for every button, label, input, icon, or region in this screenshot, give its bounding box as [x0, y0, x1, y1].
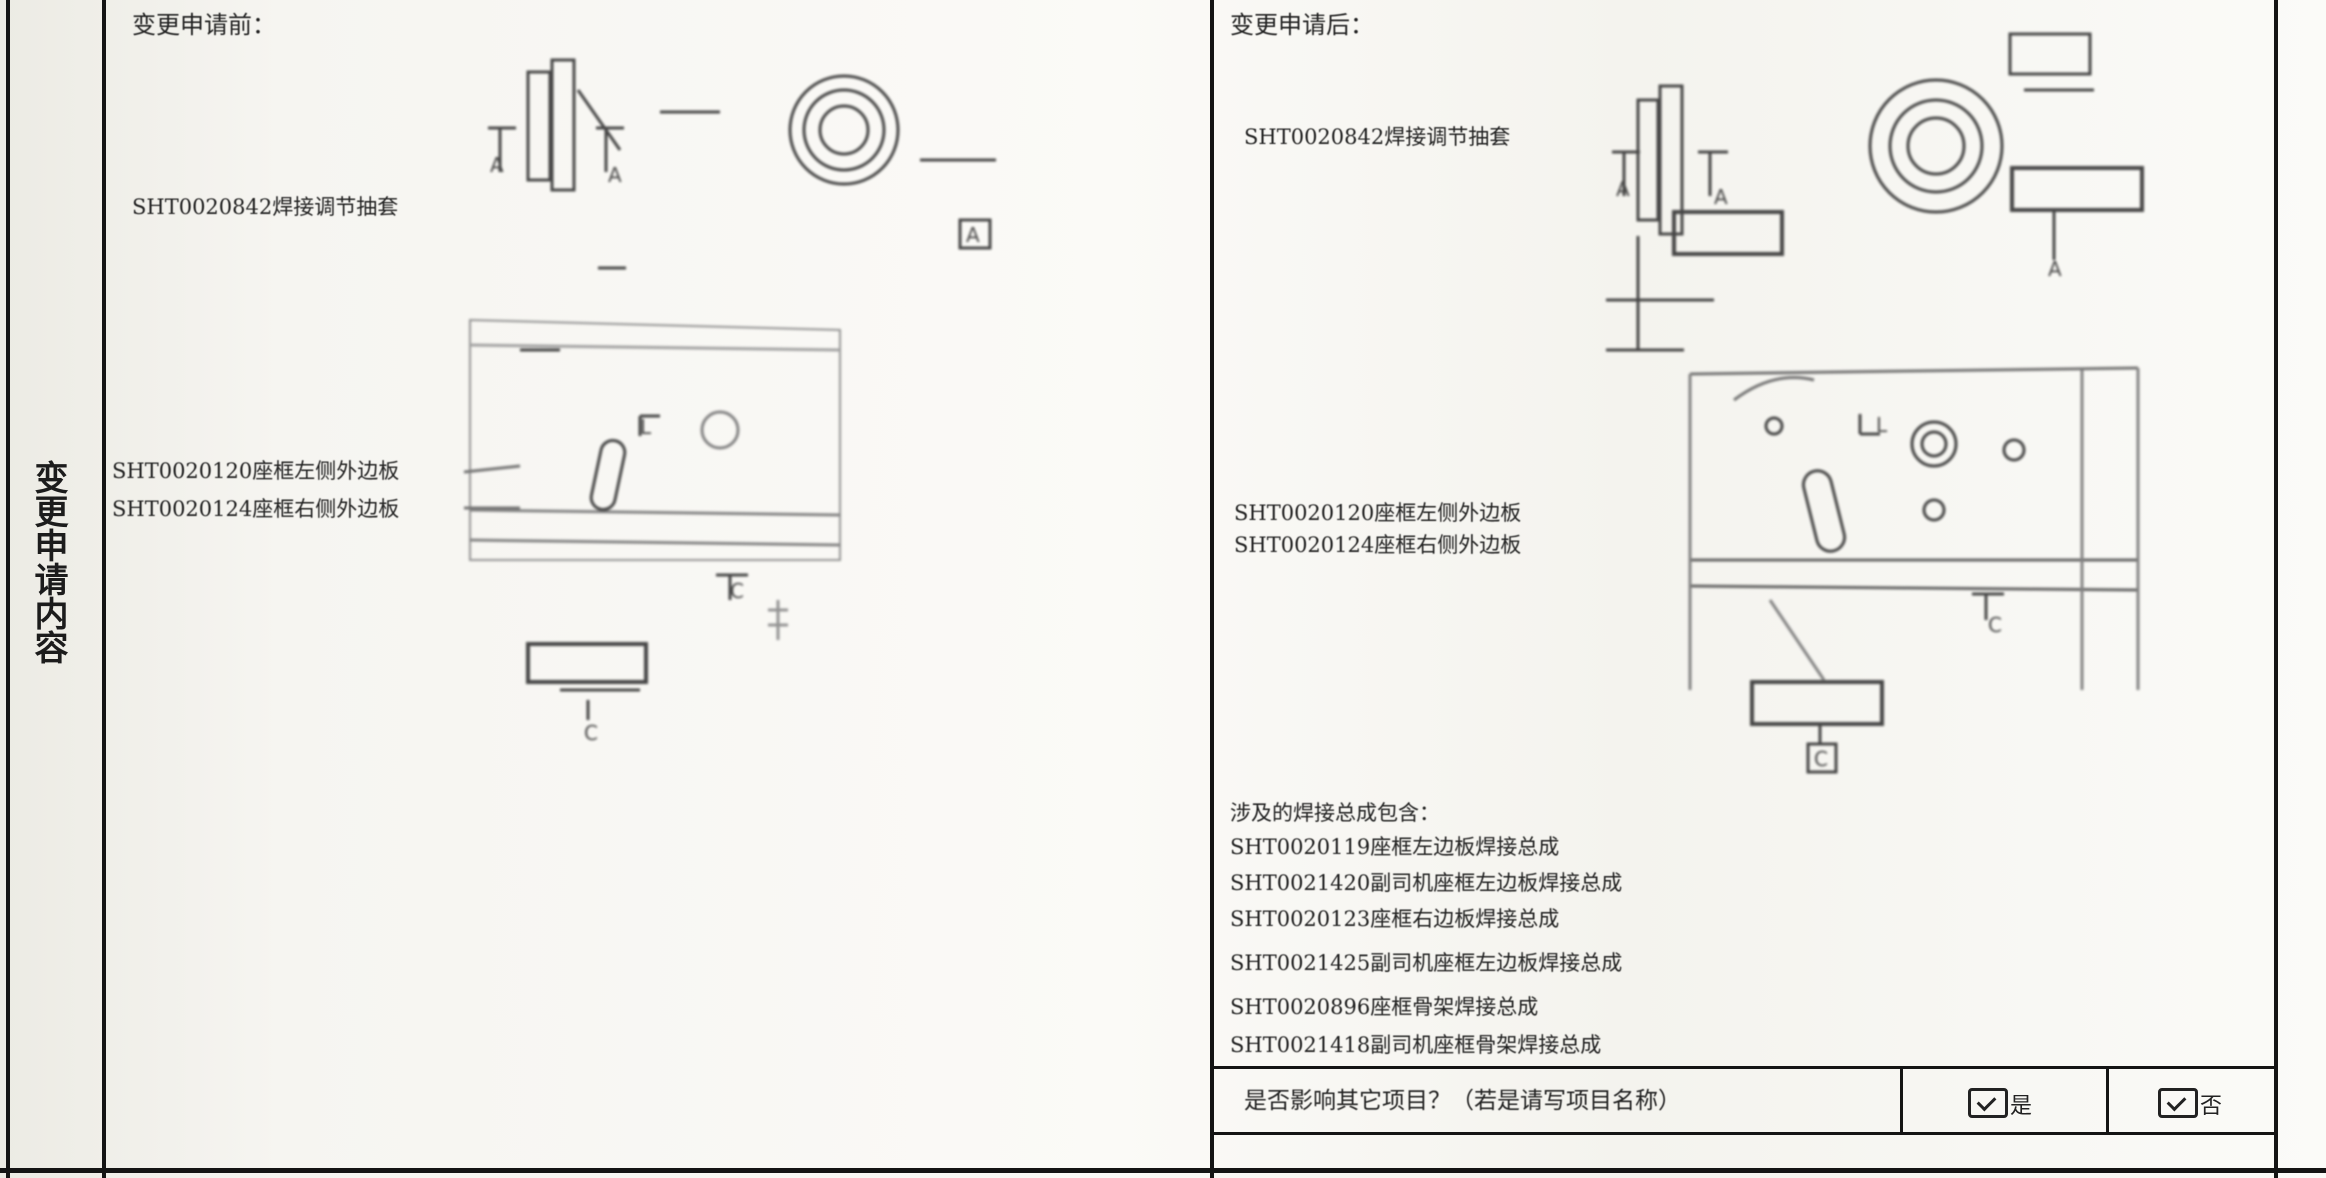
impact-yes-label: 是	[2010, 1094, 2033, 1119]
impact-divider-1	[1900, 1066, 1903, 1134]
label-column-divider	[102, 0, 106, 1178]
left-datum-c: C	[584, 721, 598, 745]
svg-text:L: L	[640, 415, 652, 439]
affected-item: SHT0021425副司机座框左边板焊接总成	[1230, 951, 1623, 975]
left-panel-heading: 变更申请前：	[132, 11, 276, 39]
left-label-bushing: SHT0020842焊接调节抽套	[132, 195, 399, 219]
right-panel-border	[2274, 0, 2278, 1178]
left-label-right-plate: SHT0020124座框右侧外边板	[112, 497, 400, 521]
right-label-right-plate: SHT0020124座框右侧外边板	[1234, 533, 1522, 557]
right-panel-heading: 变更申请后：	[1230, 11, 1374, 39]
affected-item: SHT0020123座框右边板焊接总成	[1230, 907, 1560, 931]
right-section-c: C	[1988, 613, 2002, 637]
checkbox-icon	[2158, 1088, 2198, 1118]
table-border-left	[6, 0, 10, 1178]
right-label-left-plate: SHT0020120座框左侧外边板	[1234, 501, 1522, 525]
affected-heading: 涉及的焊接总成包含：	[1230, 801, 1440, 825]
right-label-bushing: SHT0020842焊接调节抽套	[1244, 125, 1511, 149]
left-section-c: C	[730, 579, 744, 603]
impact-divider-2	[2106, 1066, 2109, 1134]
section-label: 变更申请内容	[28, 460, 68, 664]
right-datum-a-2: A	[1714, 185, 1728, 209]
left-datum-a-box: A	[966, 223, 980, 247]
impact-yes-option[interactable]: 是	[1960, 1080, 2040, 1124]
checkbox-checked-icon	[1968, 1088, 2008, 1118]
impact-no-option[interactable]: 否	[2150, 1080, 2240, 1124]
left-technical-drawing: A A A C C L	[463, 58, 996, 745]
affected-item: SHT0021418副司机座框骨架焊接总成	[1230, 1033, 1602, 1057]
affected-item: SHT0021420副司机座框左边板焊接总成	[1230, 871, 1623, 895]
impact-question: 是否影响其它项目？（若是请写项目名称）	[1244, 1088, 1681, 1114]
affected-item: SHT0020119座框左边板焊接总成	[1230, 835, 1560, 859]
panel-divider	[1210, 0, 1214, 1178]
bottom-row-line	[0, 1168, 2326, 1173]
right-datum-a-1: A	[1616, 177, 1630, 201]
affected-item: SHT0020896座框骨架焊接总成	[1230, 995, 1539, 1019]
left-datum-a-2: A	[608, 163, 622, 187]
impact-no-label: 否	[2200, 1094, 2223, 1119]
right-technical-drawing: A A A C C L	[1606, 32, 2144, 774]
impact-row-top	[1210, 1066, 2278, 1069]
left-label-left-plate: SHT0020120座框左侧外边板	[112, 459, 400, 483]
right-datum-a-box: A	[2048, 257, 2062, 281]
svg-text:L: L	[1876, 413, 1888, 437]
right-datum-c: C	[1814, 747, 1828, 771]
left-datum-a-1: A	[490, 153, 504, 177]
impact-row-bottom	[1210, 1132, 2278, 1135]
